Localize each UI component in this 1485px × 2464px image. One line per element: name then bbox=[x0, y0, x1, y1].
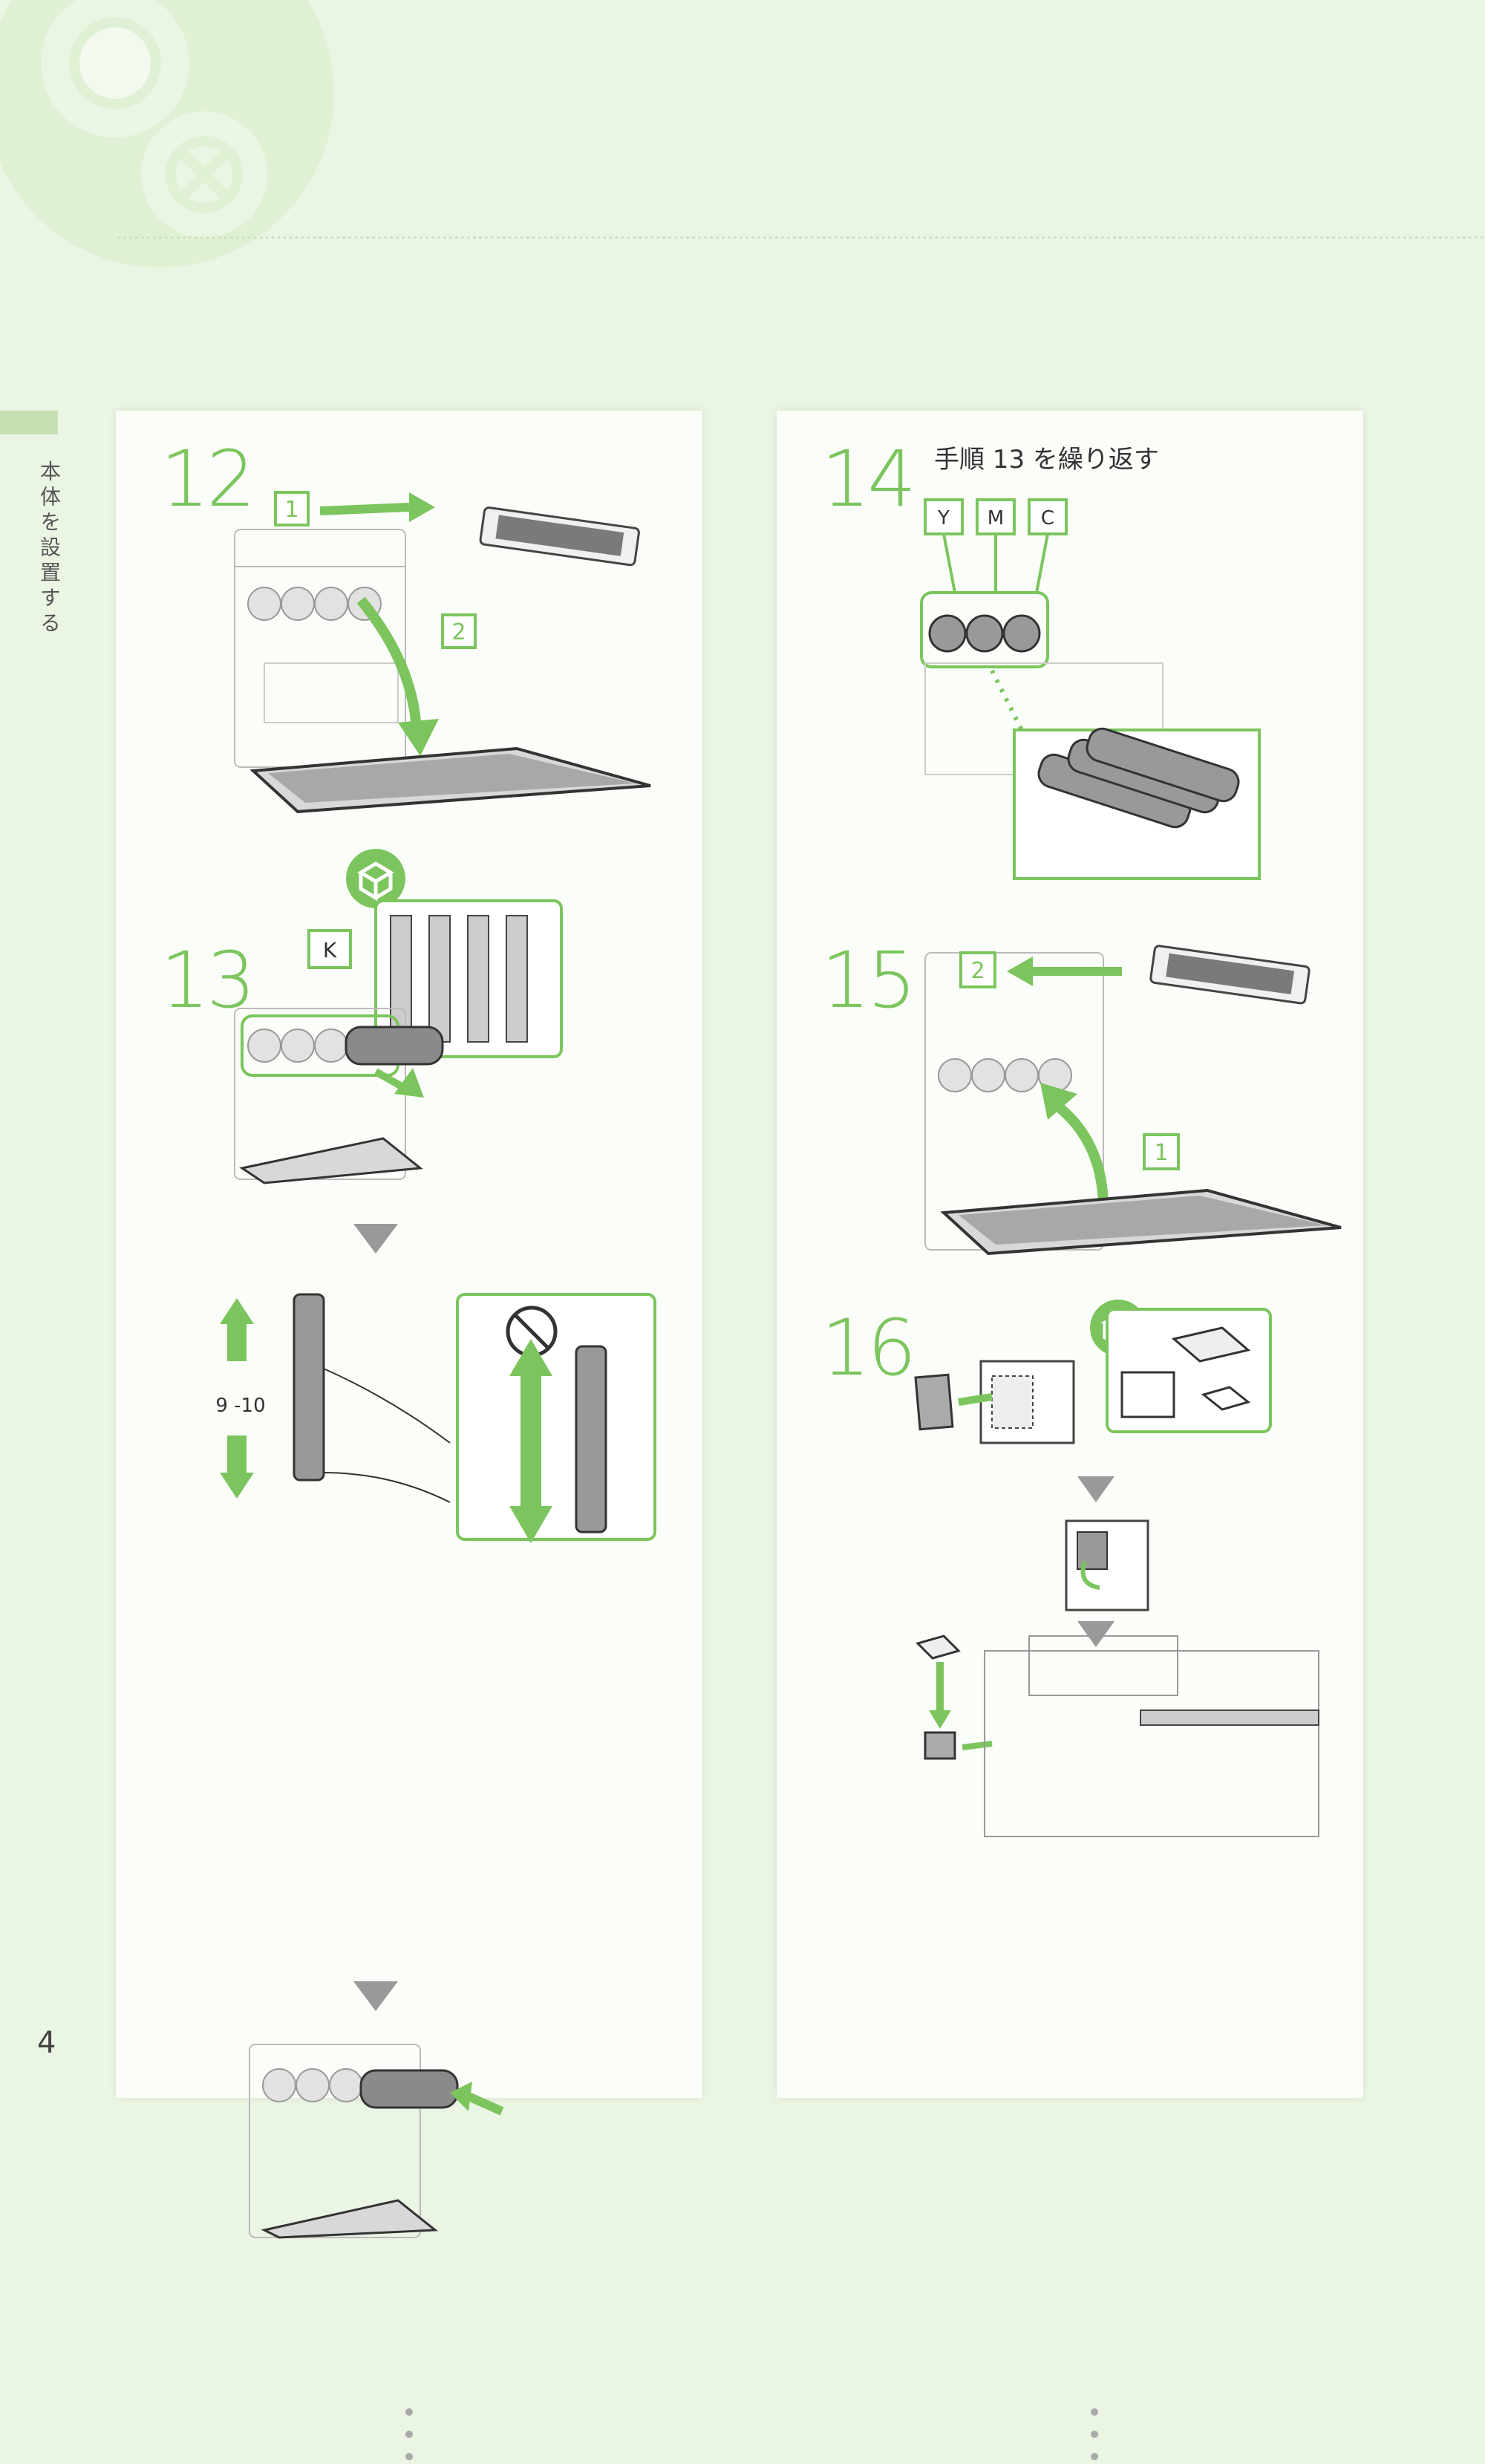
step-number-15: 15 bbox=[821, 935, 916, 1026]
callout-15-1: 1 bbox=[1154, 1140, 1168, 1166]
triangle-down-icon-2 bbox=[353, 1981, 398, 2011]
step-number-16: 16 bbox=[821, 1303, 916, 1393]
panel-left: 12 1 2 13 bbox=[116, 411, 702, 2460]
toner-label-m: M bbox=[988, 507, 1004, 529]
shake-count-label: 9 -10 bbox=[215, 1395, 265, 1417]
box-package-icon bbox=[346, 849, 405, 908]
section-tab bbox=[0, 411, 58, 434]
callout-12-1: 1 bbox=[284, 497, 298, 523]
step-number-14: 14 bbox=[821, 434, 916, 524]
insert-toner-illustration bbox=[249, 2044, 504, 2239]
panel-right: 14 手順 13 を繰り返す Y M C 15 bbox=[777, 411, 1363, 2460]
step-12-illustration: 1 2 bbox=[234, 491, 651, 814]
shake-toner-illustration: 9 -10 bbox=[215, 1293, 451, 1503]
step-number-13: 13 bbox=[160, 935, 255, 1026]
section-label: 本体を設置する bbox=[37, 460, 62, 637]
step-number-12: 12 bbox=[160, 434, 255, 524]
step-14-illustration: Y M C bbox=[920, 498, 1261, 880]
step-15-illustration: 2 1 bbox=[924, 945, 1342, 1256]
toner-label-k: K bbox=[323, 938, 337, 962]
step-14-instruction: 手順 13 を繰り返す bbox=[934, 445, 1159, 475]
triangle-down-icon-4 bbox=[1077, 1621, 1114, 1647]
triangle-down-icon-3 bbox=[1077, 1476, 1114, 1502]
continuation-dots bbox=[405, 2408, 413, 2460]
triangle-down-icon bbox=[353, 1224, 398, 1254]
prohibited-shake-box bbox=[456, 1293, 656, 1543]
header-dotted-rule bbox=[117, 236, 1485, 239]
step-16-illustration bbox=[914, 1300, 1319, 1837]
step-13-illustration: K bbox=[234, 849, 563, 1184]
toner-label-y: Y bbox=[937, 507, 950, 529]
callout-15-2: 2 bbox=[970, 958, 985, 984]
page-number: 4 bbox=[37, 2026, 56, 2060]
toner-label-c: C bbox=[1041, 507, 1054, 529]
gear-decoration-icon bbox=[0, 0, 334, 267]
callout-12-2: 2 bbox=[451, 619, 466, 645]
continuation-dots-2 bbox=[1091, 2408, 1098, 2460]
